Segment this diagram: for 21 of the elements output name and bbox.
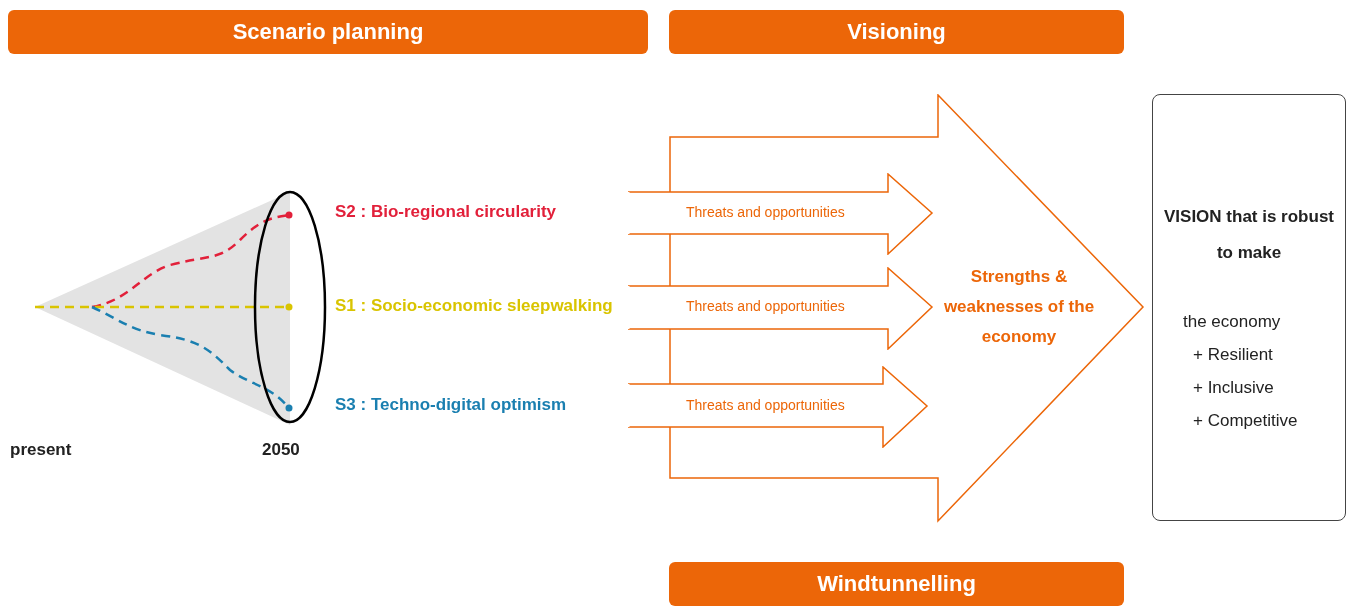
vision-heading: VISION that is robust to make <box>1163 206 1335 264</box>
scenario-label: S1 : Socio-economic sleepwalking <box>335 296 613 316</box>
vision-item: + Inclusive <box>1192 377 1275 399</box>
scenario-label: S3 : Techno-digital optimism <box>335 395 567 415</box>
section-header-bar: Scenario planning <box>8 10 648 54</box>
arrow-label: Threats and opportunities <box>686 298 845 314</box>
vision-item: the economy <box>1182 311 1282 333</box>
year-label: 2050 <box>262 440 300 460</box>
vision-box <box>1152 94 1346 521</box>
arrow-shape <box>628 366 929 448</box>
arrow-shape <box>628 267 934 350</box>
arrow-label: Strengths & weaknesses of the economy <box>942 266 1096 348</box>
section-header-bar: Windtunnelling <box>669 562 1124 606</box>
scenario-label: S2 : Bio-regional circularity <box>335 202 557 222</box>
arrow-label: Threats and opportunities <box>686 397 845 413</box>
time-label: present <box>10 440 72 460</box>
vision-item: + Resilient <box>1192 344 1274 366</box>
arrow-label: Threats and opportunities <box>686 204 845 220</box>
arrow-shape <box>628 173 934 255</box>
section-header-bar: Visioning <box>669 10 1124 54</box>
vision-item: + Competitive <box>1192 410 1299 432</box>
